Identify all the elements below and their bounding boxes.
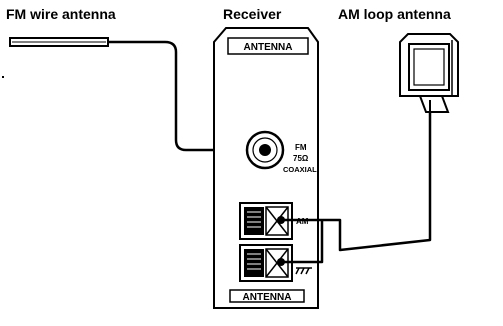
fm-cable xyxy=(108,40,255,152)
fm-coaxial-label: COAXIAL xyxy=(283,165,317,174)
am-loop-antenna-icon xyxy=(399,33,459,113)
fm-wire-antenna xyxy=(9,37,109,47)
fm-impedance-label: 75Ω xyxy=(293,154,309,163)
panel-title-top: ANTENNA xyxy=(244,42,293,53)
receiver-label: Receiver xyxy=(223,6,282,22)
fm-coaxial-jack[interactable] xyxy=(245,130,285,170)
fm-label: FM xyxy=(295,143,307,152)
am-label: AM xyxy=(296,217,309,226)
stray-mark xyxy=(2,76,4,78)
ground-symbol-icon xyxy=(295,267,312,275)
am-lead-wire-bottom xyxy=(283,220,324,264)
am-loop-antenna-label: AM loop antenna xyxy=(338,6,451,22)
fm-wire-antenna-label: FM wire antenna xyxy=(6,6,116,22)
panel-title-bottom: ANTENNA xyxy=(243,292,292,303)
